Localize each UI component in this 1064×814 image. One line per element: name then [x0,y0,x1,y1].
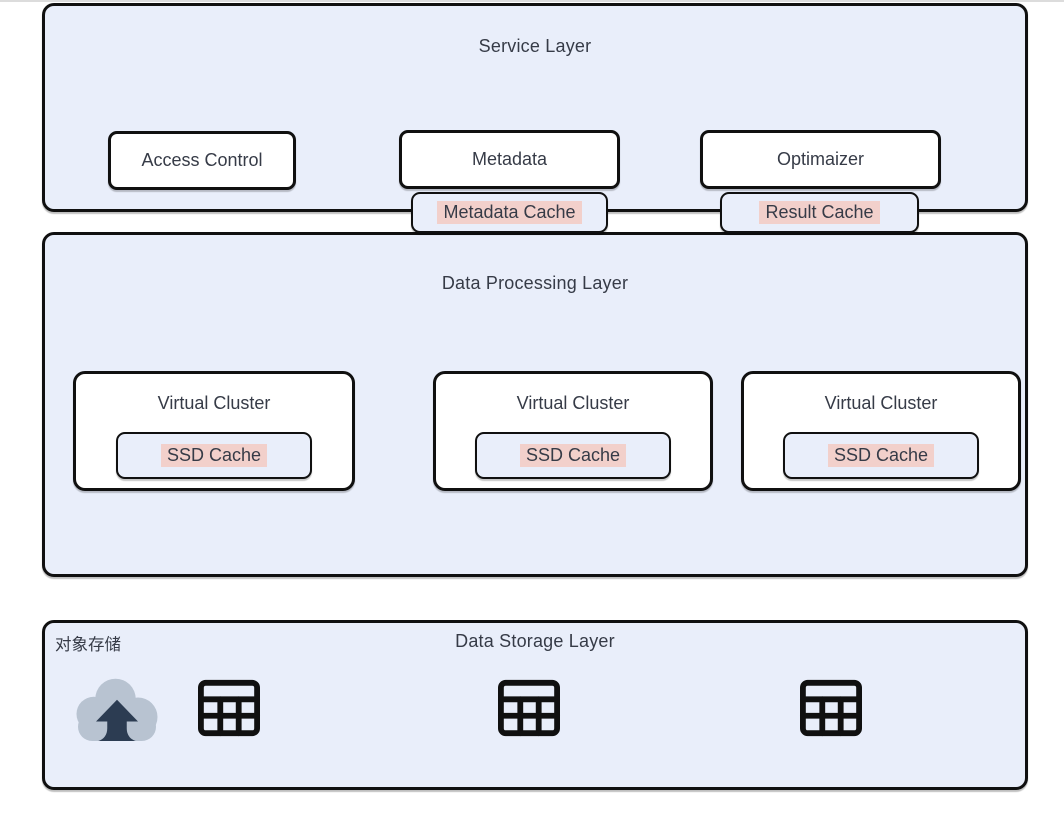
metadata-cache-label: Metadata Cache [437,201,582,224]
access-control-label: Access Control [141,150,263,170]
virtual-cluster-box: Virtual Cluster SSD Cache [433,371,713,491]
result-cache-label: Result Cache [759,201,880,224]
table-icon [196,677,262,744]
ssd-cache-box: SSD Cache [783,432,979,479]
result-cache-box: Result Cache [720,192,919,233]
virtual-cluster-label: Virtual Cluster [516,393,630,413]
metadata-box: Metadata [399,130,620,189]
metadata-cache-box: Metadata Cache [411,192,608,233]
ssd-cache-box: SSD Cache [475,432,671,479]
table-icon [496,677,562,744]
ssd-cache-label: SSD Cache [160,444,268,467]
service-layer-title: Service Layer [478,36,592,56]
top-divider-line [0,0,1064,2]
optimaizer-box: Optimaizer [700,130,941,189]
cloud-upload-icon [75,673,159,754]
service-layer-box: Service Layer Access Control Metadata Op… [42,3,1028,233]
object-storage-label: 对象存储 [55,636,121,654]
ssd-cache-label: SSD Cache [519,444,627,467]
virtual-cluster-box: Virtual Cluster SSD Cache [73,371,355,491]
virtual-cluster-label: Virtual Cluster [157,393,271,413]
ssd-cache-box: SSD Cache [116,432,312,479]
data-processing-layer-box: Data Processing Layer Virtual Cluster SS… [42,232,1028,577]
access-control-box: Access Control [108,131,296,190]
data-storage-layer-box: 对象存储 Data Storage Layer [42,620,1028,790]
ssd-cache-label: SSD Cache [827,444,935,467]
data-processing-layer-title: Data Processing Layer [441,273,629,293]
optimaizer-label: Optimaizer [776,149,865,169]
virtual-cluster-box: Virtual Cluster SSD Cache [741,371,1021,491]
table-icon [798,677,864,744]
virtual-cluster-label: Virtual Cluster [824,393,938,413]
metadata-label: Metadata [471,149,548,169]
data-storage-layer-title: Data Storage Layer [455,631,615,651]
